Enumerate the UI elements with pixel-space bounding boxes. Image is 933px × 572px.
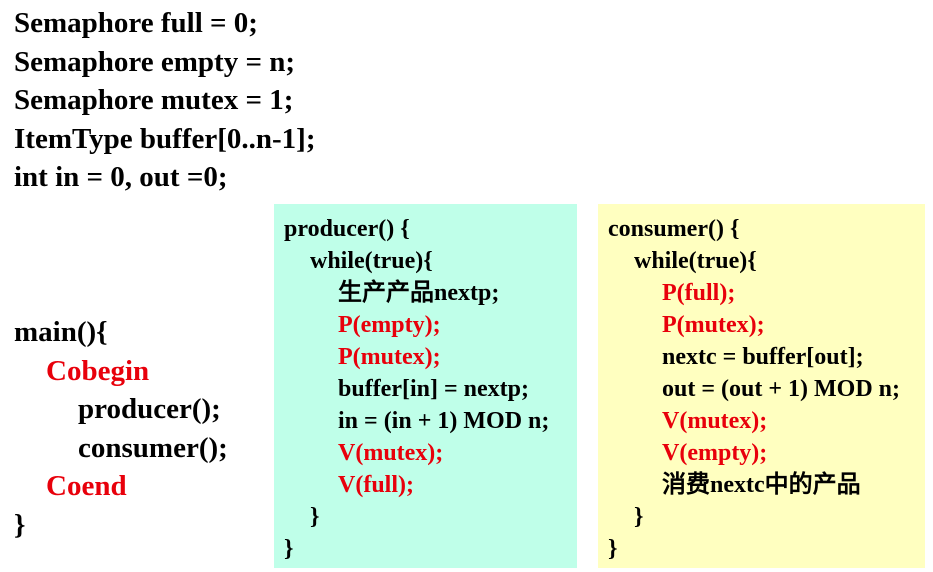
producer-loop-close: } <box>310 504 320 530</box>
producer-produce: 生产产品nextp; <box>338 280 500 306</box>
cobegin-keyword: Cobegin <box>46 354 150 387</box>
consumer-v-mutex: V(mutex); <box>662 408 768 434</box>
producer-loop: while(true){ <box>310 248 433 274</box>
producer-p-mutex: P(mutex); <box>338 344 441 370</box>
producer-v-mutex: V(mutex); <box>338 440 444 466</box>
consumer-loop: while(true){ <box>634 248 757 274</box>
call-producer: producer(); <box>78 393 221 425</box>
main-header: main(){ <box>14 316 108 348</box>
coend-keyword: Coend <box>46 470 127 502</box>
producer-p-empty: P(empty); <box>338 312 441 338</box>
decl-mutex: Semaphore mutex = 1; <box>14 84 294 116</box>
decl-buffer: ItemType buffer[0..n-1]; <box>14 122 316 155</box>
producer-advance: in = (in + 1) MOD n; <box>338 408 550 434</box>
producer-close: } <box>284 536 294 562</box>
decl-indices: int in = 0, out =0; <box>14 161 228 193</box>
decl-full: Semaphore full = 0; <box>14 7 258 39</box>
producer-store: buffer[in] = nextp; <box>338 376 529 402</box>
consumer-fetch: nextc = buffer[out]; <box>662 344 864 370</box>
consumer-close: } <box>608 536 618 562</box>
producer-header: producer() { <box>284 216 410 242</box>
consumer-loop-close: } <box>634 504 644 530</box>
consumer-header: consumer() { <box>608 216 740 242</box>
main-function: main(){ Cobegin producer(); consumer(); … <box>14 313 228 544</box>
consumer-p-full: P(full); <box>662 280 736 306</box>
producer-code: producer() { while(true){ 生产产品nextp; P(e… <box>284 213 549 565</box>
call-consumer: consumer(); <box>78 431 228 464</box>
decl-empty: Semaphore empty = n; <box>14 45 296 78</box>
producer-code-box: producer() { while(true){ 生产产品nextp; P(e… <box>274 204 577 568</box>
consumer-code: consumer() { while(true){ P(full); P(mut… <box>608 213 900 565</box>
semaphore-declarations: Semaphore full = 0; Semaphore empty = n;… <box>14 4 315 197</box>
consumer-p-mutex: P(mutex); <box>662 312 765 338</box>
consumer-code-box: consumer() { while(true){ P(full); P(mut… <box>598 204 925 568</box>
main-close-brace: } <box>14 508 26 541</box>
producer-v-full: V(full); <box>338 472 414 498</box>
consumer-v-empty: V(empty); <box>662 440 768 466</box>
consumer-consume: 消费nextc中的产品 <box>662 472 861 498</box>
consumer-advance: out = (out + 1) MOD n; <box>662 376 901 402</box>
